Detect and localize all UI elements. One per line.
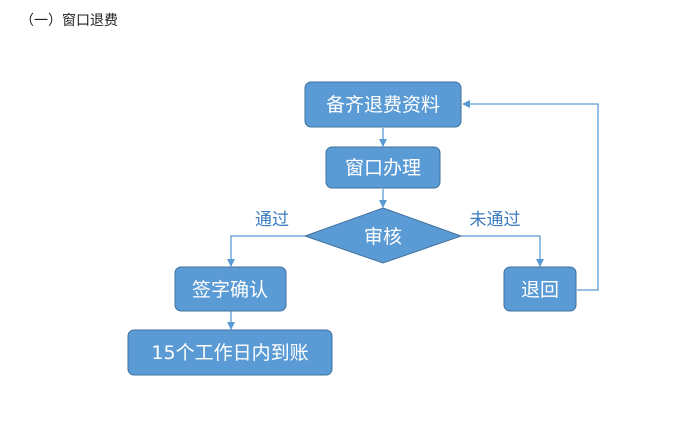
node-return: 退回 xyxy=(503,266,577,312)
node-sign-label: 签字确认 xyxy=(192,279,268,301)
connector-review-fail-to-return xyxy=(461,235,544,267)
node-prepare-label: 备齐退费资料 xyxy=(326,94,440,116)
node-refund-label: 15个工作日内到账 xyxy=(151,342,308,364)
node-prepare-documents: 备齐退费资料 xyxy=(304,81,462,128)
node-review-decision: 审核 xyxy=(303,207,463,264)
node-refund-arrival: 15个工作日内到账 xyxy=(127,329,333,376)
section-heading: （一）窗口退费 xyxy=(20,13,118,29)
connector-review-pass-to-sign xyxy=(227,235,305,267)
node-window-processing: 窗口办理 xyxy=(325,146,441,189)
node-window-label: 窗口办理 xyxy=(345,157,421,179)
node-sign-confirm: 签字确认 xyxy=(174,266,287,312)
node-return-label: 退回 xyxy=(521,279,559,301)
edge-label-pass: 通过 xyxy=(255,210,289,230)
connector-return-to-prepare xyxy=(462,100,599,291)
edge-label-fail: 未通过 xyxy=(470,210,521,230)
node-review-label: 审核 xyxy=(364,226,402,248)
